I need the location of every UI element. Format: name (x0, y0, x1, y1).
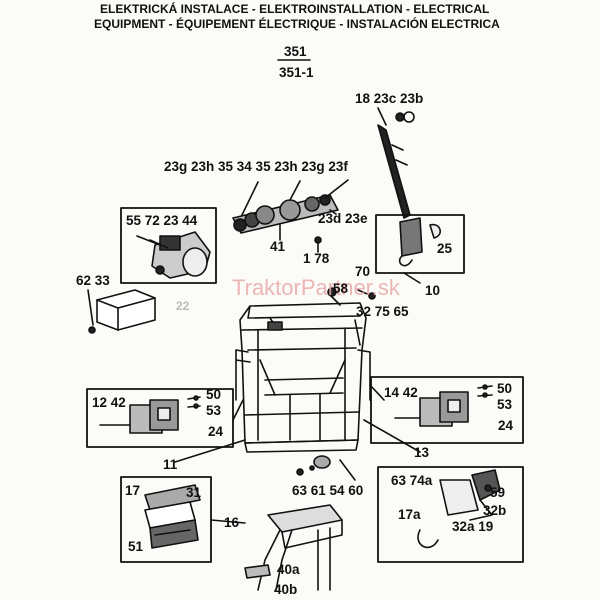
label-25: 25 (437, 241, 453, 256)
header-line-2: EQUIPMENT - ÉQUIPEMENT ÉLECTRIQUE - INST… (94, 17, 500, 31)
label-12-42: 12 42 (92, 395, 126, 410)
label-top-bulb: 18 23c 23b (355, 91, 424, 106)
leader-11 (174, 439, 246, 463)
model-number-bottom: 351-1 (279, 65, 314, 80)
label-24-left: 24 (208, 424, 224, 439)
leader-right-lamp (369, 384, 385, 401)
label-53-right: 53 (497, 397, 513, 412)
right-lamp-box (370, 376, 524, 444)
leader-left-lamp (232, 399, 244, 421)
label-13: 13 (414, 445, 430, 460)
label-41: 41 (270, 239, 286, 254)
label-17: 17 (125, 483, 141, 498)
label-11: 11 (163, 457, 178, 472)
label-10: 10 (425, 283, 441, 298)
leader-13 (363, 419, 421, 453)
label-wiper-box: 55 72 23 44 (126, 213, 198, 228)
rear-lamp-box (377, 466, 524, 563)
label-16: 16 (224, 515, 240, 530)
leader-10 (403, 272, 421, 284)
label-32-75-65: 32 75 65 (356, 304, 409, 319)
lens-54 (313, 455, 331, 469)
model-number-top: 351 (284, 44, 307, 59)
right-tail-lamp (394, 384, 493, 427)
cab-lamp (398, 217, 441, 267)
label-22: 22 (176, 299, 190, 313)
relay-box-22 (87, 289, 156, 334)
label-63-74a: 63 74a (391, 473, 433, 488)
label-24-right: 24 (498, 418, 514, 433)
label-50-left: 50 (206, 387, 222, 402)
label-32b: 32b (483, 503, 507, 518)
label-shaft-group: 23g 23h 35 34 35 23h 23g 23f (164, 159, 348, 174)
label-50-right: 50 (497, 381, 513, 396)
rear-work-lamp (417, 469, 501, 549)
label-53-left: 53 (206, 403, 222, 418)
label-51: 51 (128, 539, 144, 554)
screw-63-61 (296, 465, 315, 476)
leader-16 (210, 519, 246, 524)
label-70: 70 (355, 264, 371, 279)
leader-60 (339, 459, 356, 481)
wiper-blade (377, 124, 411, 219)
label-63-61-54-60: 63 61 54 60 (292, 483, 364, 498)
wiper-nut-assembly (377, 107, 415, 126)
wiper-shaft-assembly (232, 179, 349, 241)
label-40b: 40b (274, 582, 298, 597)
left-lamp-box (86, 388, 234, 448)
screw-1-78 (314, 236, 322, 253)
watermark: TraktorPartner.sk (232, 275, 400, 300)
label-59: 59 (490, 485, 506, 500)
wiper-motor-box (120, 207, 217, 284)
left-tail-lamp (99, 395, 201, 434)
cab-frame (235, 287, 376, 453)
label-1-78: 1 78 (303, 251, 330, 266)
mount-bracket-16 (244, 504, 343, 591)
leader-32-75-65 (354, 319, 361, 346)
header-line-1: ELEKTRICKÁ INSTALACE - ELEKTROINSTALLATI… (100, 2, 490, 16)
label-58: 58 (333, 281, 349, 296)
label-40a: 40a (277, 562, 300, 577)
cab-lamp-box (375, 214, 465, 274)
label-14-42: 14 42 (384, 385, 418, 400)
label-23d-23e: 23d 23e (318, 211, 368, 226)
label-17a: 17a (398, 507, 421, 522)
wiper-motor (136, 231, 211, 279)
label-62-33: 62 33 (76, 273, 110, 288)
plate-lamp (144, 484, 201, 549)
label-32a-19: 32a 19 (452, 519, 494, 534)
label-31: 31 (186, 485, 202, 500)
